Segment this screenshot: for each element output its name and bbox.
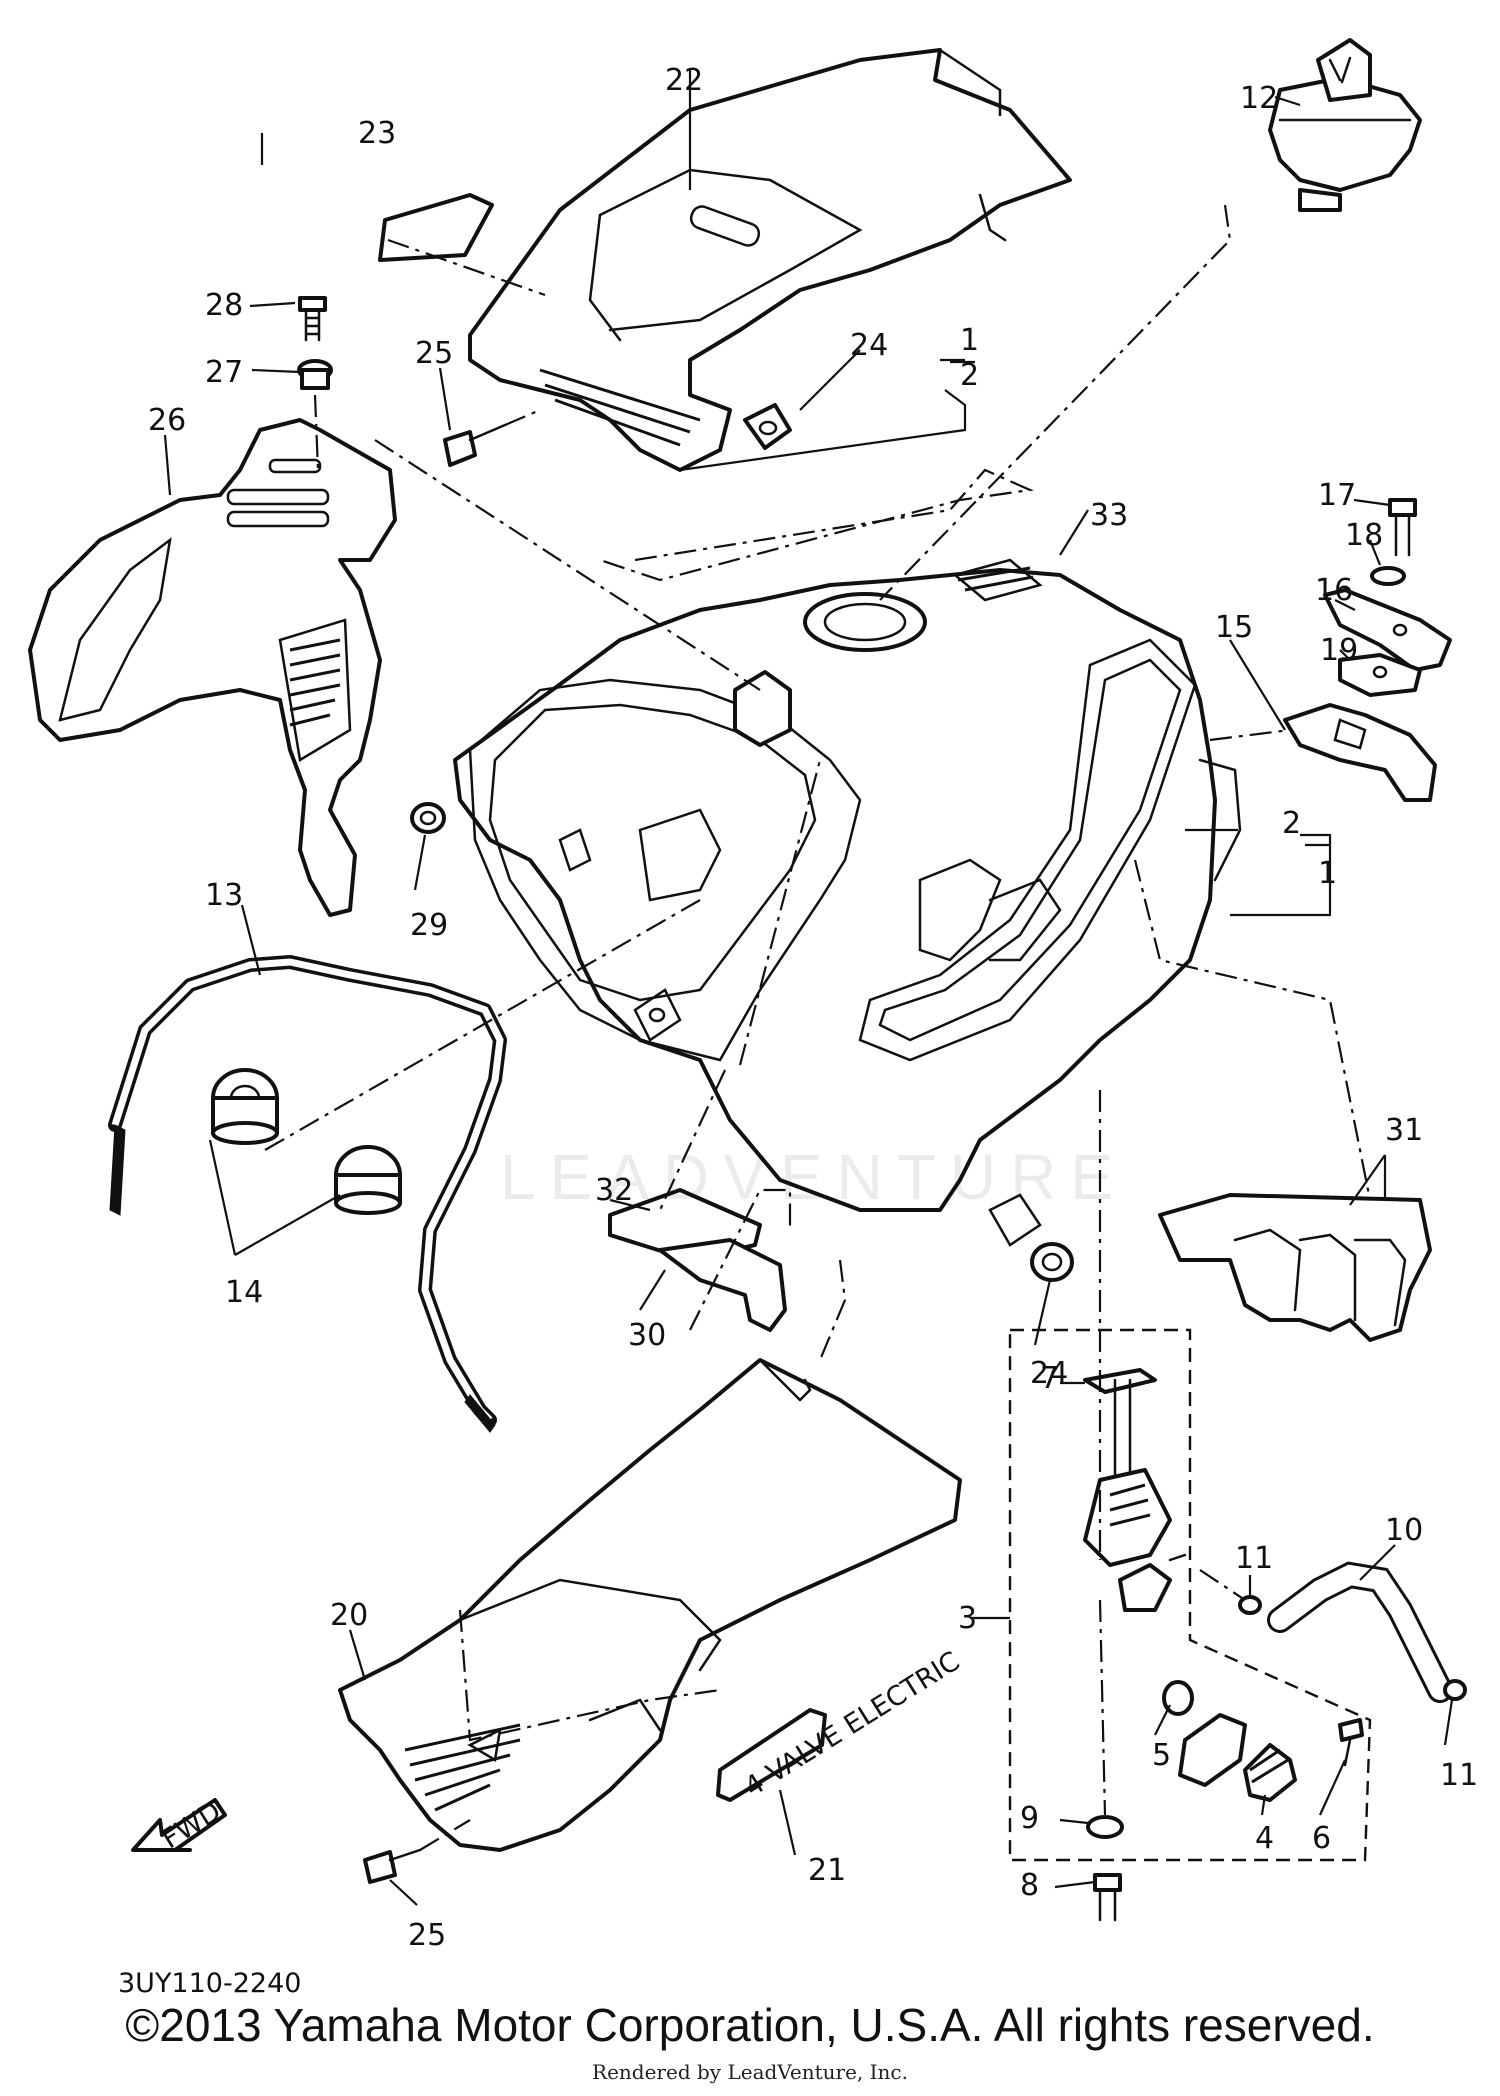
callout-26: 26	[148, 403, 186, 438]
callout-16: 16	[1315, 573, 1353, 608]
part-31-heat-insulator[interactable]	[1158, 1193, 1432, 1342]
callout-19: 19	[1320, 633, 1358, 668]
part-14-damper[interactable]	[211, 1068, 402, 1215]
part-24-grommet-upper[interactable]	[743, 403, 792, 450]
callout-33: 33	[1090, 498, 1128, 533]
callout-30: 30	[628, 1318, 666, 1353]
callout-20: 20	[330, 1598, 368, 1633]
part-15-bracket[interactable]	[1283, 703, 1437, 802]
callout-28: 28	[205, 288, 243, 323]
callout-8: 8	[1020, 1868, 1039, 1903]
part-18-washer[interactable]	[1370, 566, 1406, 586]
callout-31: 31	[1385, 1113, 1423, 1148]
copyright-notice: ©2013 Yamaha Motor Corporation, U.S.A. A…	[125, 1999, 1375, 2051]
part-3-fuel-cock-assy[interactable]	[1008, 1328, 1372, 1922]
callout-labels: 1212345678910111112131415161718192021222…	[148, 63, 1478, 1953]
part-1-fuel-tank[interactable]	[453, 558, 1242, 1247]
callout-23: 23	[358, 116, 396, 151]
part-25-bolt-lower[interactable]	[363, 1848, 422, 1884]
callout-29: 29	[410, 908, 448, 943]
leader-lines	[163, 68, 1454, 1906]
part-30-plate[interactable]	[658, 1238, 787, 1332]
part-20-side-cover[interactable]	[338, 1358, 962, 1852]
callout-18: 18	[1345, 518, 1383, 553]
callout-1: 1	[960, 323, 979, 358]
callout-25: 25	[408, 1918, 446, 1953]
part-11-clip-lower[interactable]	[1443, 1679, 1467, 1701]
callout-11: 11	[1235, 1541, 1273, 1576]
rendered-by-credit: Rendered by LeadVenture, Inc.	[592, 2060, 908, 2084]
part-25-bolt-upper[interactable]	[443, 423, 507, 467]
callout-24: 24	[850, 328, 888, 363]
part-19-plate[interactable]	[1338, 653, 1422, 697]
callout-24: 24	[1030, 1356, 1068, 1391]
part-13-band[interactable]	[108, 955, 507, 1433]
callout-13: 13	[205, 878, 243, 913]
part-16-bracket[interactable]	[1323, 588, 1452, 672]
callout-7: 7	[1040, 1361, 1059, 1396]
callout-27: 27	[205, 355, 243, 390]
callout-25: 25	[415, 336, 453, 371]
callout-2: 2	[1282, 806, 1301, 841]
callout-3: 3	[958, 1601, 977, 1636]
part-17-bolt[interactable]	[1388, 498, 1417, 557]
part-29-grommet[interactable]	[410, 802, 446, 834]
part-10-fuel-hose[interactable]	[1267, 1561, 1453, 1703]
part-12-fuel-cap[interactable]	[1268, 38, 1422, 212]
callout-32: 32	[595, 1173, 633, 1208]
callout-12: 12	[1240, 81, 1278, 116]
part-11-clip-upper[interactable]	[1238, 1595, 1262, 1615]
callout-5: 5	[1152, 1738, 1171, 1773]
callout-15: 15	[1215, 610, 1253, 645]
callout-4: 4	[1255, 1821, 1274, 1856]
emblem-text: 4 VALVE ELECTRIC	[739, 1646, 965, 1803]
part-24-grommet-lower[interactable]	[1030, 1242, 1074, 1282]
part-28-bolt[interactable]	[298, 296, 327, 342]
callout-21: 21	[808, 1853, 846, 1888]
part-23-decal[interactable]	[378, 193, 494, 262]
callout-11: 11	[1440, 1758, 1478, 1793]
callout-9: 9	[1020, 1801, 1039, 1836]
part-26-side-cover[interactable]	[28, 418, 397, 917]
callout-14: 14	[225, 1275, 263, 1310]
callout-22: 22	[665, 63, 703, 98]
callout-6: 6	[1312, 1821, 1331, 1856]
callout-1: 1	[1318, 856, 1337, 891]
watermark: LEADVENTURE	[500, 1141, 1127, 1213]
part-27-collar[interactable]	[297, 359, 333, 390]
callout-2: 2	[960, 358, 979, 393]
part-21-emblem[interactable]: 4 VALVE ELECTRIC	[716, 1646, 965, 1803]
callout-10: 10	[1385, 1513, 1423, 1548]
diagram-part-code: 3UY110-2240	[118, 1968, 301, 1999]
fwd-arrow-icon: FWD	[131, 1796, 227, 1855]
callout-17: 17	[1318, 478, 1356, 513]
